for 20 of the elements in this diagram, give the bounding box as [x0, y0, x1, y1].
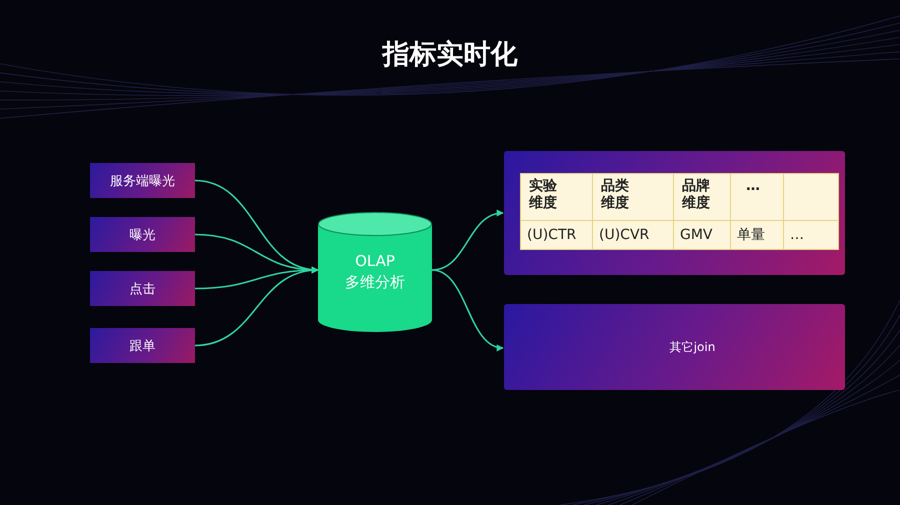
arrow: [194, 267, 319, 346]
panel: [504, 304, 845, 390]
table-cell: 品类维度: [592, 173, 674, 221]
source-box: 点击: [90, 271, 195, 306]
table-cell: 单量: [730, 220, 784, 250]
table-cell: (U)CVR: [592, 220, 674, 250]
table-cell: …: [730, 173, 784, 221]
table-cell: (U)CTR: [520, 220, 593, 250]
table-cell: 实验维度: [520, 173, 593, 221]
arrow: [432, 269, 504, 350]
panel-text: 其它join: [670, 338, 716, 356]
table-cell: GMV: [673, 220, 731, 250]
source-box: 跟单: [90, 328, 195, 363]
source-box: 曝光: [90, 217, 195, 252]
table-cell: 品牌维度: [673, 173, 731, 221]
arrow: [432, 210, 504, 271]
table-cell: …: [783, 220, 839, 250]
panel: [504, 151, 845, 275]
title: 指标实时化: [380, 38, 518, 72]
source-box: 服务端曝光: [90, 163, 195, 198]
